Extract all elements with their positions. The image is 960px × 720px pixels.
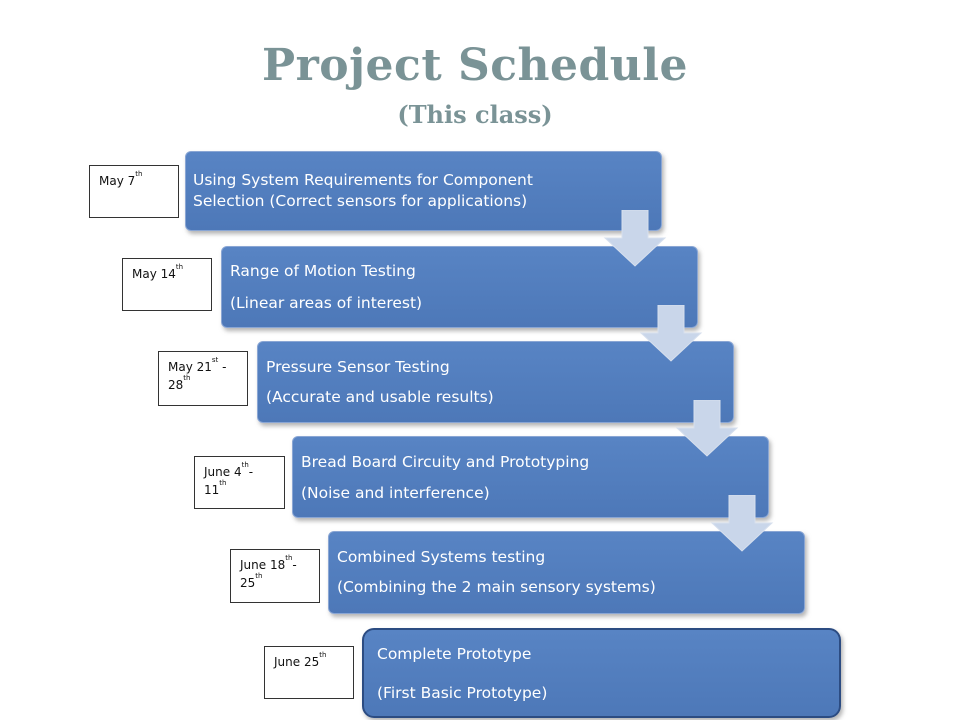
step-box-5: Combined Systems testing (Combining the …: [328, 531, 805, 614]
date-text: May 21: [168, 360, 212, 374]
date-range-dash: -: [248, 465, 254, 479]
date-box-5: June 18th- 25th: [230, 549, 320, 603]
date-suffix: th: [175, 263, 184, 271]
date-box-4: June 4th- 11th: [194, 456, 285, 509]
step-detail: (First Basic Prototype): [377, 684, 548, 702]
step-detail: (Accurate and usable results): [266, 388, 494, 406]
step-title: Bread Board Circuity and Prototyping: [301, 453, 590, 471]
step-title: Complete Prototype: [377, 645, 532, 663]
date-text-end: 28: [168, 378, 184, 392]
step-box-6: Complete Prototype (First Basic Prototyp…: [362, 628, 841, 718]
date-suffix: th: [319, 651, 327, 659]
step-title: Range of Motion Testing: [230, 262, 416, 280]
step-box-1: Using System Requirements for Component …: [185, 151, 662, 231]
diagram-subtitle: (This class): [397, 100, 553, 129]
step-box-3: Pressure Sensor Testing (Accurate and us…: [257, 341, 734, 423]
step-title: Combined Systems testing: [337, 548, 546, 566]
step-title: Pressure Sensor Testing: [266, 358, 450, 376]
date-suffix-end: th: [255, 572, 263, 580]
down-arrow-icon: [603, 210, 667, 267]
date-text: June 25: [274, 655, 320, 669]
step-title: Using System Requirements for Component: [193, 171, 533, 189]
step-box-4: Bread Board Circuity and Prototyping (No…: [292, 436, 769, 518]
date-suffix-end: th: [183, 374, 191, 382]
date-box-1: May 7th: [89, 165, 179, 218]
step-box-2: Range of Motion Testing (Linear areas of…: [221, 246, 698, 328]
date-text-end: 25: [240, 576, 256, 590]
date-text: June 18: [240, 558, 286, 572]
date-box-3: May 21st - 28th: [158, 351, 248, 406]
date-box-6: June 25th: [264, 646, 354, 699]
date-text: May 14: [132, 267, 176, 281]
date-text-end: 11: [204, 483, 220, 497]
down-arrow-icon: [710, 495, 774, 552]
date-suffix: st: [211, 356, 219, 364]
step-detail: (Linear areas of interest): [230, 294, 423, 312]
down-arrow-icon: [639, 305, 703, 362]
date-suffix-end: th: [219, 479, 227, 487]
step-detail: Selection (Correct sensors for applicati…: [193, 192, 528, 210]
date-range-dash: -: [292, 558, 297, 572]
date-text: May 7: [99, 174, 136, 188]
step-detail: (Combining the 2 main sensory systems): [337, 578, 656, 596]
date-suffix: th: [135, 170, 143, 178]
date-suffix: th: [285, 554, 293, 562]
date-range-dash: -: [218, 360, 227, 374]
date-text: June 4: [204, 465, 242, 479]
down-arrow-icon: [675, 400, 739, 457]
step-detail: (Noise and interference): [301, 484, 490, 502]
date-box-2: May 14th: [122, 258, 212, 311]
date-suffix: th: [241, 461, 249, 469]
diagram-title: Project Schedule: [262, 40, 688, 91]
